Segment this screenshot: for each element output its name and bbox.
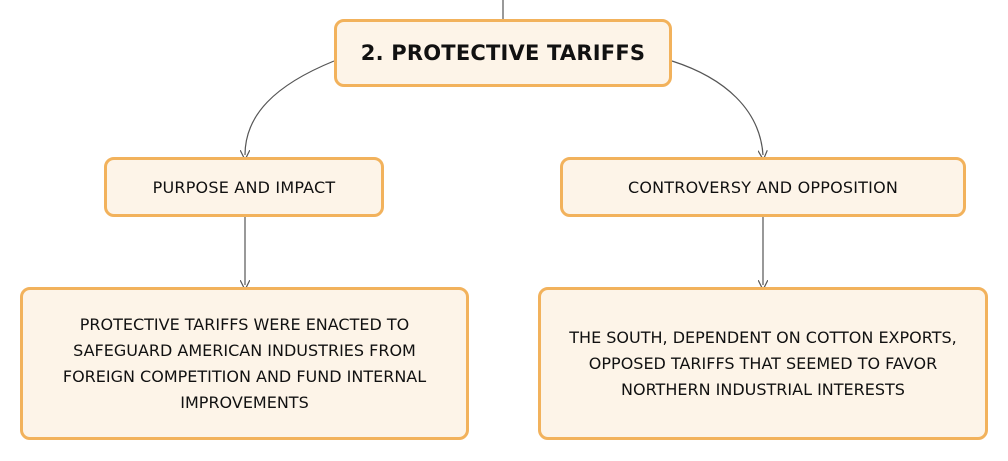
branch-node-label: PURPOSE AND IMPACT	[152, 177, 336, 197]
branch-node-controversy-and-opposition[interactable]: CONTROVERSY AND OPPOSITION	[560, 157, 966, 217]
branch-node-label: CONTROVERSY AND OPPOSITION	[627, 177, 899, 197]
root-node-label: 2. PROTECTIVE TARIFFS	[360, 41, 646, 65]
detail-node-text: THE SOUTH, DEPENDENT ON COTTON EXPORTS, …	[569, 327, 957, 399]
root-node[interactable]: 2. PROTECTIVE TARIFFS	[334, 19, 672, 87]
connector-root-to-purpose	[245, 60, 335, 155]
connector-root-to-controversy	[671, 60, 763, 155]
detail-node-text: PROTECTIVE TARIFFS WERE ENACTED TO SAFEG…	[62, 314, 427, 412]
detail-node-purpose-and-impact[interactable]: PROTECTIVE TARIFFS WERE ENACTED TO SAFEG…	[20, 287, 469, 440]
detail-node-controversy-and-opposition[interactable]: THE SOUTH, DEPENDENT ON COTTON EXPORTS, …	[538, 287, 988, 440]
branch-node-purpose-and-impact[interactable]: PURPOSE AND IMPACT	[104, 157, 384, 217]
